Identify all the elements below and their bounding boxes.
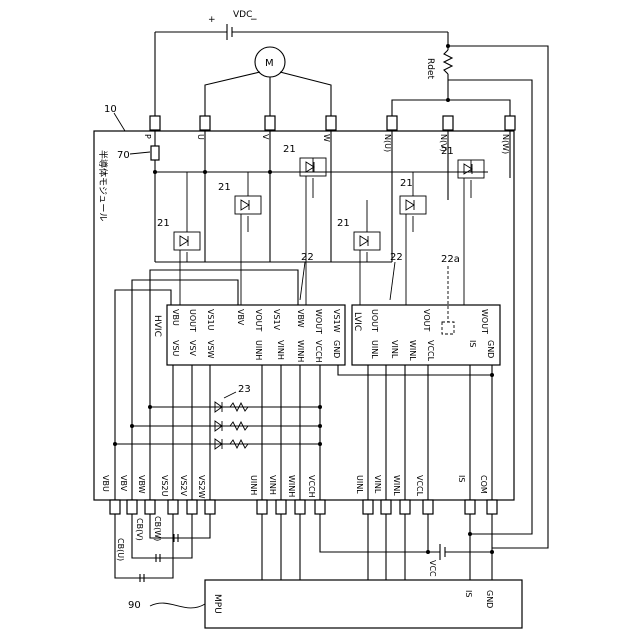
hvic-title: HVIC <box>152 315 162 337</box>
lvic-ref: 22 <box>390 252 403 263</box>
hvic-pin-gnd: GND <box>332 340 341 358</box>
terminal-label-w: W <box>322 134 331 142</box>
hvic-pin-vs1w: VS1W <box>332 309 341 333</box>
pin-label-winh: WINH <box>287 475 296 497</box>
pin-label-vs2u: VS2U <box>160 475 169 497</box>
dc-source: + − VDC <box>155 10 448 40</box>
vdc-label: VDC <box>233 10 252 20</box>
lvic-subblock-ref: 22a <box>441 254 460 265</box>
pin-label-vcch: VCCH <box>307 475 316 498</box>
terminal-label-u: U <box>196 134 205 140</box>
pin-label-vccl: VCCL <box>415 475 424 497</box>
hvic-pin-vcch: VCCH <box>314 340 323 363</box>
hvic-pin-vbu: VBU <box>171 309 180 326</box>
lvic-pin-uout: UOUT <box>370 309 379 332</box>
lvic-pin-vout: VOUT <box>422 309 431 331</box>
lvic-title: LVIC <box>352 312 362 331</box>
cap-label-cbw: CB(W) <box>153 516 162 541</box>
mpu-ref: 90 <box>128 600 141 611</box>
mpu-block <box>205 580 522 628</box>
lvic-pin-wout: WOUT <box>480 309 489 334</box>
pin-label-vbw: VBW <box>137 475 146 494</box>
switch-ref: 21 <box>337 218 350 229</box>
mpu-pin-is: IS <box>464 590 473 597</box>
terminal-label-v: V <box>261 134 270 140</box>
lvic-pin-winl: WINL <box>408 340 417 361</box>
module-ref: 10 <box>104 104 117 115</box>
hvic-pin-uout: UOUT <box>188 309 197 332</box>
hvic-pin-vbw: VBW <box>296 309 305 328</box>
lvic-pin-is: IS <box>468 340 477 347</box>
bottom-terminal-strip <box>110 500 497 514</box>
hvic-pin-wout: WOUT <box>314 309 323 334</box>
terminal-label-p: P <box>143 134 152 139</box>
pin-label-winl: WINL <box>392 475 401 496</box>
pin-label-uinh: UINH <box>249 475 258 495</box>
rdet-label: Rdet <box>425 58 435 80</box>
hvic-pin-winh: WINH <box>296 340 305 362</box>
pin-label-com: COM <box>479 475 488 494</box>
vcc-supply: VCC <box>320 514 494 577</box>
lvic-pin-vccl: VCCL <box>426 340 435 362</box>
lvic-pin-uinl: UINL <box>370 340 379 359</box>
switch-ref: 21 <box>157 218 170 229</box>
terminal-label-nw: N(W) <box>501 134 510 154</box>
pin-label-vbv: VBV <box>119 475 128 492</box>
hvic-pin-vsv: VSV <box>188 340 197 357</box>
lvic-pin-vinl: VINL <box>390 340 399 359</box>
switch-ref: 21 <box>283 144 296 155</box>
dc-plus-sign: + <box>208 15 216 25</box>
hvic-pin-uinh: UINH <box>254 340 263 360</box>
pin-label-vbu: VBU <box>101 475 110 492</box>
mpu-label: MPU <box>212 594 222 614</box>
rdet-resistor: Rdet <box>425 32 452 102</box>
cap-label-cbv: CB(V) <box>135 518 144 541</box>
hvic-pin-vbv: VBV <box>236 309 245 326</box>
cap-label-cbu: CB(U) <box>116 538 125 561</box>
module-title: 半導体モジュール <box>97 150 109 221</box>
switch-ref: 21 <box>400 178 413 189</box>
lvic-pin-gnd: GND <box>486 340 495 358</box>
pin-label-vinh: VINH <box>268 475 277 495</box>
hvic-pin-vsw: VSW <box>206 340 215 359</box>
hvic-pin-vout: VOUT <box>254 309 263 331</box>
bootstrap-capacitors: CB(U) CB(V) CB(W) <box>115 514 210 582</box>
motor: M <box>205 47 331 116</box>
pin-label-vs2v: VS2V <box>179 475 188 497</box>
hvic-pin-vinh: VINH <box>276 340 285 360</box>
terminal-label-nu: N(U) <box>383 134 392 152</box>
hvic-pin-vsu: VSU <box>171 340 180 357</box>
mpu-pin-gnd: GND <box>485 590 494 608</box>
hvic-pin-vs1v: VS1V <box>272 309 281 331</box>
hvic-ref: 22 <box>301 252 314 263</box>
fuse-ref: 70 <box>117 150 130 161</box>
hvic-pin-vs1u: VS1U <box>206 309 215 331</box>
pin-label-uinl: UINL <box>355 475 364 494</box>
vcc-label: VCC <box>428 560 437 577</box>
switch-ref: 21 <box>218 182 231 193</box>
pin-label-vinl: VINL <box>373 475 382 494</box>
diode-ref: 23 <box>238 384 251 395</box>
top-terminal-strip <box>150 116 515 130</box>
pin-label-vs2w: VS2W <box>197 475 206 499</box>
pin-label-is: IS <box>457 475 466 482</box>
switch-ref: 21 <box>441 146 454 157</box>
motor-label: M <box>265 58 274 69</box>
